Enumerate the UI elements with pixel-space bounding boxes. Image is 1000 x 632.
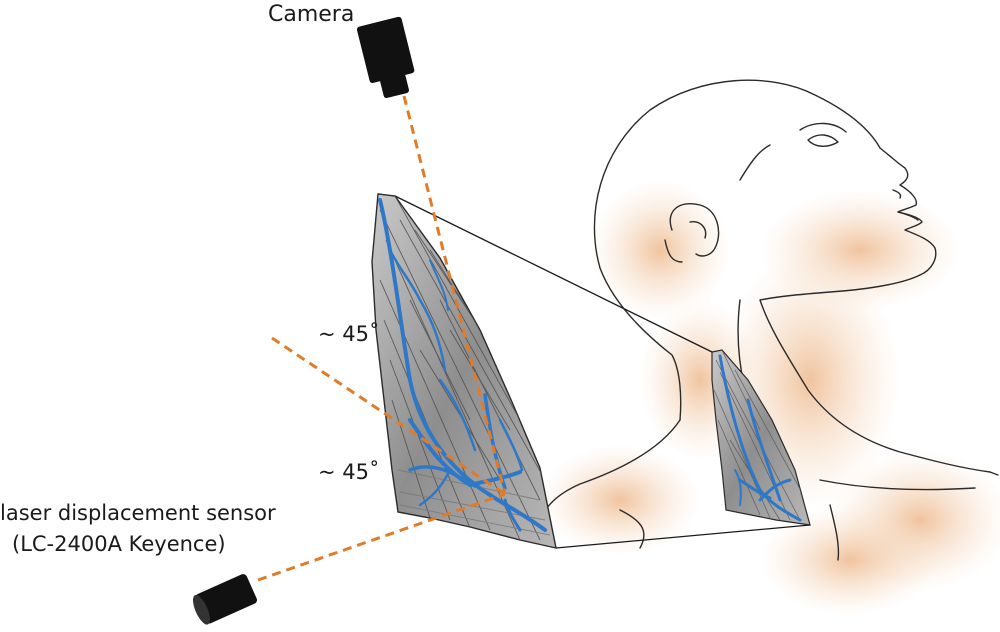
zoom-connector-lines	[394, 195, 811, 549]
reference-beam	[271, 336, 506, 496]
camera-label: Camera	[268, 2, 355, 27]
angle-label-lower: ~ 45˚	[318, 460, 380, 484]
angle-label-upper: ~ 45˚	[318, 322, 380, 346]
skin-shading	[540, 180, 1000, 615]
sensor-label-line2: (LC-2400A Keyence)	[12, 532, 226, 556]
sensor-beam	[257, 492, 506, 582]
enlarged-tissue-patch	[371, 193, 557, 549]
laser-sensor-icon	[192, 574, 257, 625]
camera-icon	[356, 16, 415, 99]
laser-beams	[257, 95, 507, 582]
sensor-label-line1: laser displacement sensor	[0, 501, 276, 525]
camera-beam	[402, 95, 507, 495]
head-neck-illustration	[539, 79, 999, 561]
sensor-label: laser displacement sensor (LC-2400A Keye…	[0, 498, 276, 560]
